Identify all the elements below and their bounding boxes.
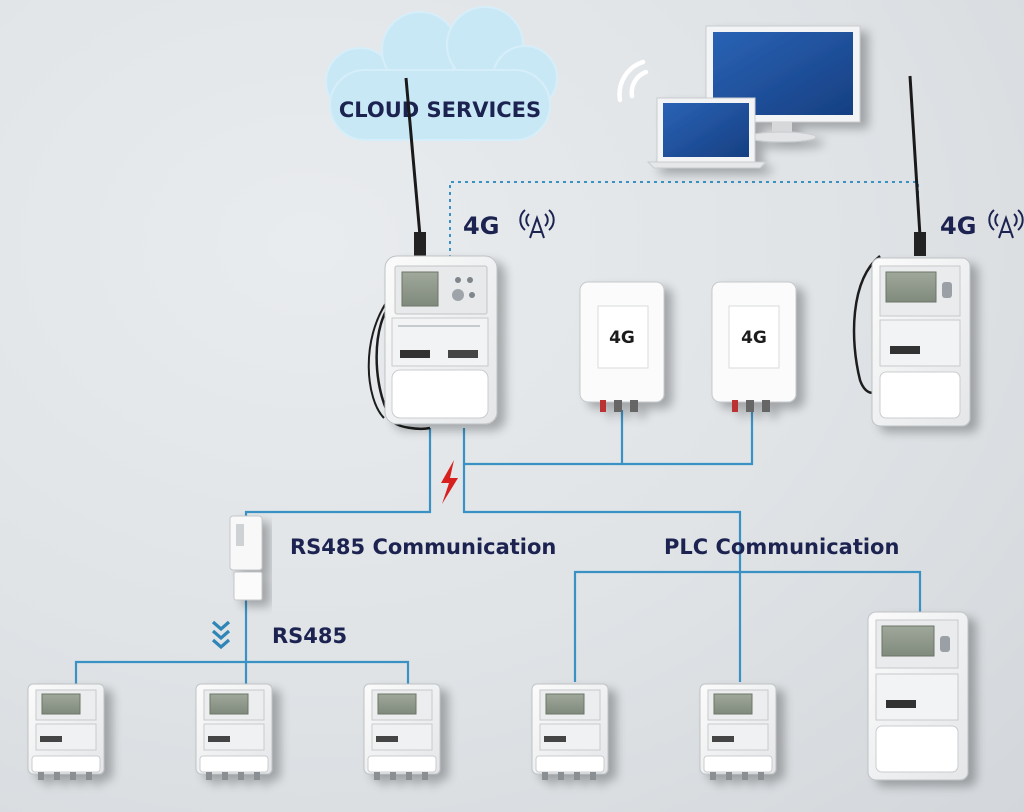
- antenna-icon: [404, 77, 422, 237]
- cloud-icon: CLOUD SERVICES: [325, 6, 558, 141]
- modem-label: 4G: [609, 328, 635, 348]
- plc-link: [462, 464, 742, 682]
- chevron-down-icon: [211, 620, 231, 650]
- modem-4g-1: 4G: [579, 281, 665, 412]
- rs485-communication-label: RS485 Communication: [290, 535, 556, 559]
- wifi-icon: [617, 59, 649, 103]
- cloud-label: CLOUD SERVICES: [339, 98, 541, 122]
- modem-label: 4G: [741, 328, 767, 348]
- lightning-icon: [441, 460, 458, 504]
- modem-4g-2: 4G: [711, 281, 797, 412]
- rs485-link: [244, 428, 432, 520]
- modem-link: [462, 410, 754, 466]
- smart-meter-single-phase: [699, 683, 777, 780]
- connection-lines: [74, 181, 922, 688]
- fourg-right-label: 4G: [940, 212, 976, 240]
- smart-meter-single-phase: [363, 683, 441, 780]
- rs485-converter: [229, 515, 263, 601]
- fourg-left-label: 4G: [463, 212, 499, 240]
- smart-meter-single-phase: [195, 683, 273, 780]
- antenna-icon: [908, 75, 922, 237]
- wireless-dotted-link: [449, 181, 919, 258]
- smart-meter-single-phase: [531, 683, 609, 780]
- computer-icon: [646, 25, 861, 169]
- smart-meter-plc-3phase: [867, 611, 969, 781]
- rs485-bus: [74, 598, 410, 688]
- plc-communication-label: PLC Communication: [664, 535, 899, 559]
- smart-meter-single-phase: [27, 683, 105, 780]
- rs485-label: RS485: [272, 624, 347, 648]
- signal-tower-icon: [519, 209, 555, 239]
- meter-row: [27, 683, 777, 780]
- plc-bus: [573, 570, 922, 682]
- signal-tower-icon: [988, 209, 1024, 239]
- data-concentrator: [367, 77, 498, 430]
- smart-meter-4g: [852, 75, 971, 427]
